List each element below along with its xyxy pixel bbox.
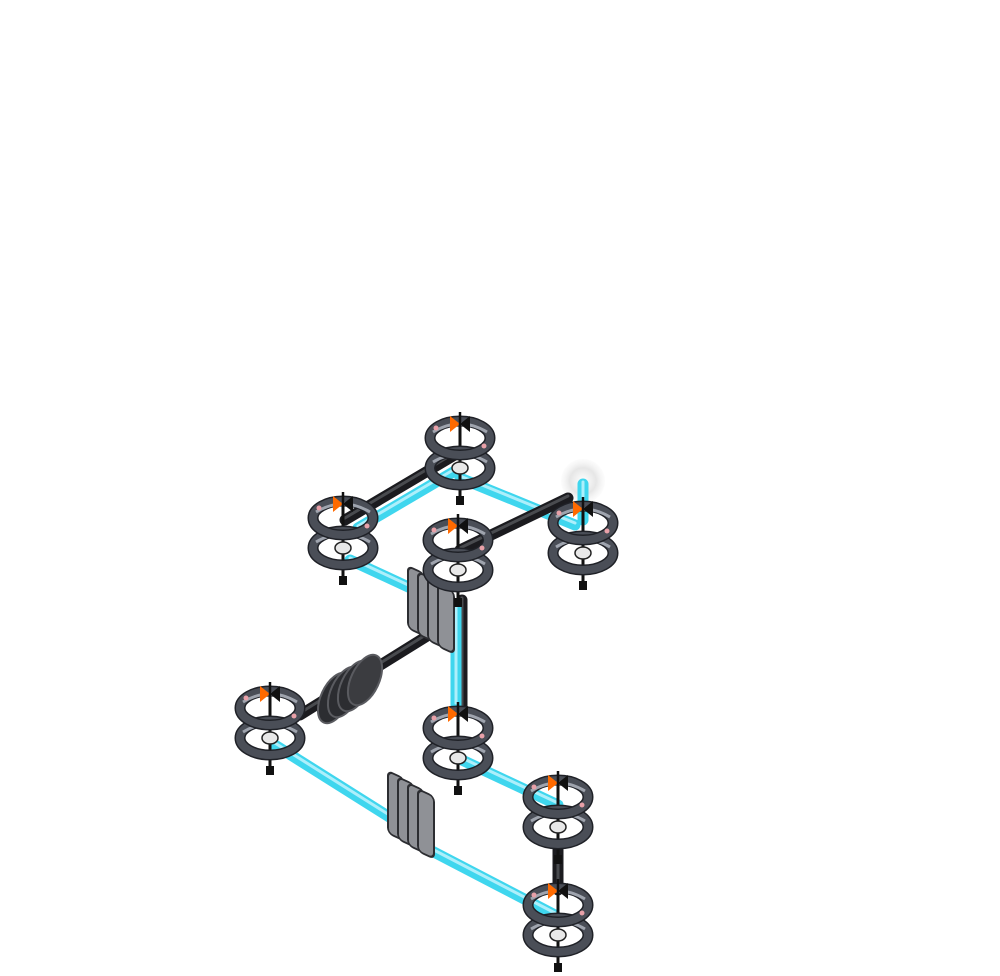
ring-nodes <box>234 412 619 972</box>
orange-marker-icon <box>448 514 468 538</box>
orange-marker-icon <box>450 412 470 436</box>
gear-part-icon <box>387 771 435 858</box>
orange-marker-icon <box>260 682 280 706</box>
ring-node-icon <box>307 492 379 585</box>
ring-node-icon <box>547 497 619 590</box>
ring-node-icon <box>422 514 494 607</box>
orange-marker-icon <box>573 497 593 521</box>
orange-marker-icon <box>548 771 568 795</box>
pipe-segment <box>454 492 574 556</box>
ring-node-icon <box>522 771 594 864</box>
gear-part-icon <box>407 566 455 653</box>
ring-node-icon <box>422 702 494 795</box>
orange-marker-icon <box>333 492 353 516</box>
orange-marker-icon <box>548 879 568 903</box>
ring-node-icon <box>522 879 594 972</box>
pipe-segment <box>424 844 561 921</box>
parts-layer <box>316 566 455 858</box>
orange-marker-icon <box>448 702 468 726</box>
black-disk-part-icon <box>316 653 384 725</box>
ring-node-icon <box>234 682 306 775</box>
ring-node-icon <box>424 412 496 505</box>
